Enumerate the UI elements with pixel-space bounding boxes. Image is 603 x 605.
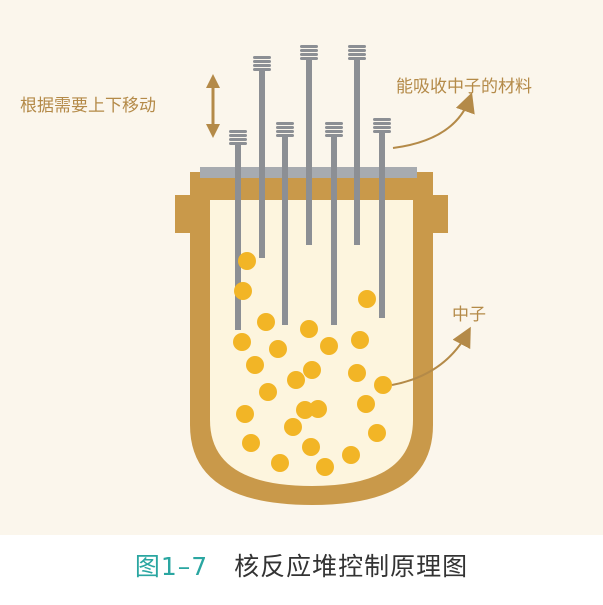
neutron: [234, 282, 252, 300]
neutrons: [233, 252, 392, 476]
neutron: [259, 383, 277, 401]
neutron-label: 中子: [452, 305, 486, 325]
control-rod: [229, 130, 247, 330]
neutron: [302, 438, 320, 456]
neutron: [351, 331, 369, 349]
double-arrow-vertical-icon: [206, 74, 220, 138]
control-rod: [325, 122, 343, 325]
figure-number: 图1–7: [134, 552, 209, 581]
neutron: [238, 252, 256, 270]
neutron: [284, 418, 302, 436]
control-rod: [276, 122, 294, 325]
vessel-interior: [210, 200, 413, 486]
neutron: [303, 361, 321, 379]
control-rod: [253, 56, 271, 258]
neutron: [316, 458, 334, 476]
absorber-label: 能吸收中子的材料: [396, 77, 532, 97]
neutron: [342, 446, 360, 464]
figure-caption: 图1–7 核反应堆控制原理图: [0, 540, 603, 590]
control-rods: [229, 45, 391, 330]
control-rod: [348, 45, 366, 245]
neutron: [257, 313, 275, 331]
neutron: [269, 340, 287, 358]
neutron: [236, 405, 254, 423]
neutron: [320, 337, 338, 355]
neutron: [368, 424, 386, 442]
figure-title: 核反应堆控制原理图: [234, 552, 469, 581]
move-label: 根据需要上下移动: [20, 96, 156, 116]
neutron: [374, 376, 392, 394]
neutron: [271, 454, 289, 472]
neutron: [300, 320, 318, 338]
control-rod: [300, 45, 318, 245]
reactor-diagram-svg: 根据需要上下移动 能吸收中子的材料 中子: [20, 45, 532, 505]
control-rod: [373, 118, 391, 318]
neutron: [309, 400, 327, 418]
reactor-diagram: 根据需要上下移动 能吸收中子的材料 中子: [0, 0, 603, 535]
neutron: [287, 371, 305, 389]
neutron: [296, 401, 314, 419]
neutron: [246, 356, 264, 374]
neutron: [357, 395, 375, 413]
curved-arrow-icon: [392, 92, 475, 149]
curved-arrow-icon: [391, 326, 471, 386]
neutron: [233, 333, 251, 351]
neutron: [348, 364, 366, 382]
neutron: [242, 434, 260, 452]
neutron: [358, 290, 376, 308]
